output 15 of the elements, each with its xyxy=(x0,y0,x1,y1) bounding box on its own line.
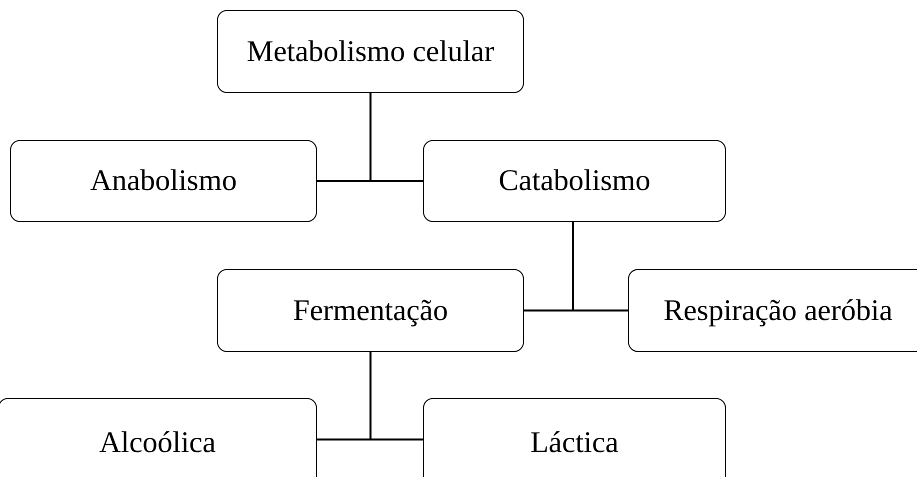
node-label: Láctica xyxy=(530,426,619,460)
node-label: Catabolismo xyxy=(498,164,650,198)
process-box xyxy=(217,10,524,93)
node-label: Metabolismo celular xyxy=(246,34,494,68)
node-label: Respiração aeróbia xyxy=(663,294,893,328)
process-box xyxy=(217,269,524,352)
node-label: Anabolismo xyxy=(90,164,237,198)
process-box xyxy=(423,140,726,222)
process-box xyxy=(0,398,317,477)
process-box xyxy=(10,140,317,222)
node-label: Fermentação xyxy=(293,294,448,328)
process-box xyxy=(628,269,917,352)
connector-line xyxy=(572,222,628,312)
node-label: Alcoólica xyxy=(99,426,216,460)
process-box xyxy=(423,398,726,477)
